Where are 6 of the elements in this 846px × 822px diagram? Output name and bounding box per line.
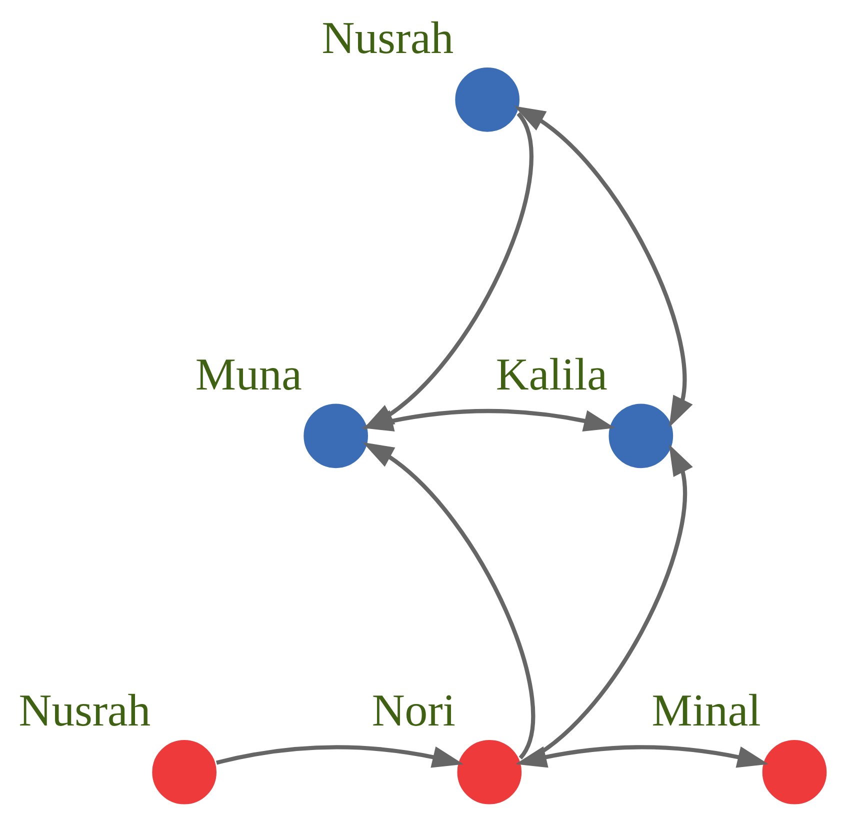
- node-label: Nori: [372, 684, 456, 736]
- node-label: Muna: [195, 348, 302, 400]
- node-label: Minal: [652, 684, 761, 736]
- node-label: Nusrah: [322, 12, 454, 64]
- node-label: Kalila: [496, 348, 608, 400]
- node-label: Nusrah: [18, 684, 151, 736]
